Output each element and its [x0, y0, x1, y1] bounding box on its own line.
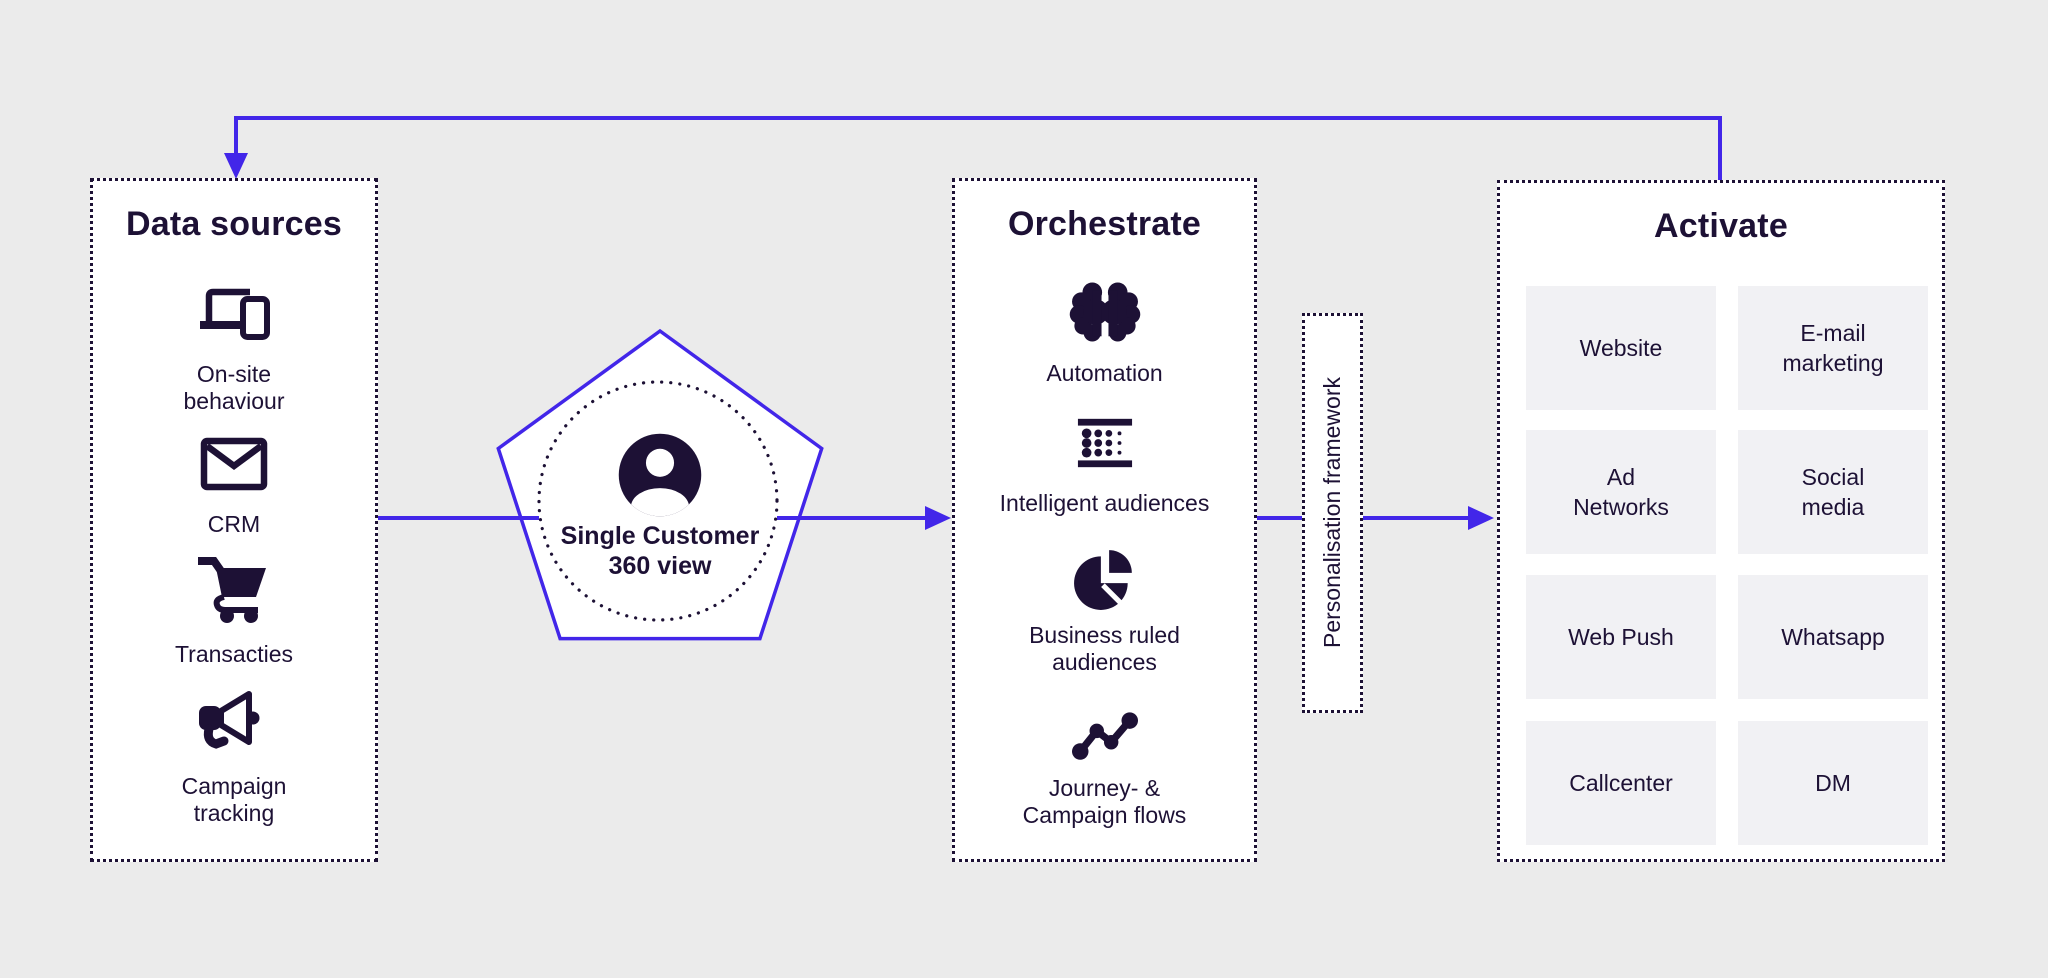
person-icon: [615, 430, 705, 520]
channel-cell-web-push: Web Push: [1526, 575, 1716, 699]
megaphone-icon: [93, 689, 375, 753]
data-source-label: CRM: [207, 511, 261, 537]
scv-label: Single Customer 360 view: [560, 522, 760, 580]
orchestrate-label: Business ruled audiences: [1029, 622, 1180, 675]
activate-panel: Activate Website E-mail marketing Ad Net…: [1497, 180, 1945, 862]
devices-icon: [93, 285, 375, 345]
orchestrate-title: Orchestrate: [1007, 205, 1202, 243]
orchestrate-label: Journey- & Campaign flows: [1022, 775, 1187, 828]
feedback-arrow-line: [234, 116, 1722, 180]
arrowhead-right-icon: [1468, 506, 1494, 530]
audience-grid-icon: [955, 416, 1254, 470]
orchestrate-label: Intelligent audiences: [999, 490, 1210, 516]
dotted-circle: [537, 380, 779, 622]
data-sources-title: Data sources: [126, 205, 342, 243]
pie-chart-icon: [955, 546, 1254, 612]
channel-cell-social-media: Social media: [1738, 430, 1928, 554]
channel-cell-callcenter: Callcenter: [1526, 721, 1716, 845]
brain-icon: [955, 278, 1254, 346]
journey-line-icon: [955, 709, 1254, 761]
personalisation-framework-strip: Personalisation framework: [1302, 313, 1363, 713]
personalisation-framework-label: Personalisation framework: [1319, 377, 1345, 649]
channel-cell-whatsapp: Whatsapp: [1738, 575, 1928, 699]
data-source-label: Transacties: [174, 641, 294, 667]
channel-cell-email-marketing: E-mail marketing: [1738, 286, 1928, 410]
data-source-label: On-site behaviour: [183, 361, 285, 414]
feedback-arrowhead-down-icon: [224, 153, 248, 179]
orchestrate-panel: Orchestrate Automation: [952, 178, 1257, 862]
envelope-icon: [93, 437, 375, 491]
data-source-label: Campaign tracking: [181, 773, 287, 826]
orchestrate-label: Automation: [1046, 360, 1163, 386]
cart-icon: [93, 553, 375, 623]
arrowhead-right-icon: [925, 506, 951, 530]
activate-title: Activate: [1654, 207, 1788, 245]
channel-cell-ad-networks: Ad Networks: [1526, 430, 1716, 554]
channel-cell-website: Website: [1526, 286, 1716, 410]
channel-cell-dm: DM: [1738, 721, 1928, 845]
data-sources-panel: Data sources On-site behaviour CRM: [90, 178, 378, 862]
